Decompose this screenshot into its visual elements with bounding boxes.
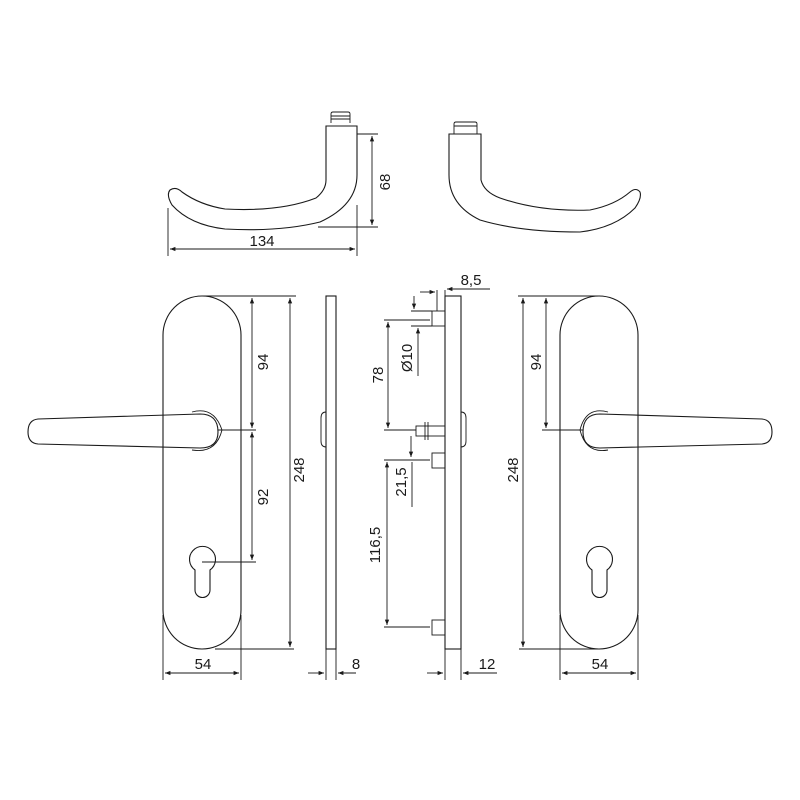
dim-handle-height: 68 <box>377 174 394 191</box>
plate-side-thick: 8,5 Ø10 78 21,5 116,5 12 <box>367 272 497 680</box>
lever-outline <box>27 413 219 449</box>
fixing-lug <box>431 619 446 636</box>
keyhole-icon <box>585 545 614 598</box>
spindle-stub <box>415 425 446 437</box>
dim-top-offset: 8,5 <box>461 272 482 289</box>
dim-spindle-to-cylinder: 92 <box>255 489 272 506</box>
dim-plate-width: 54 <box>592 656 609 673</box>
left-plate-front: 94 92 248 54 <box>27 295 308 680</box>
lever-outline <box>582 413 773 449</box>
dim-fixing-to-fixing: 116,5 <box>367 527 384 563</box>
dim-plate-width: 54 <box>195 656 212 673</box>
dim-spindle-to-fixing: 21,5 <box>393 467 410 496</box>
dim-fixing-to-spindle: 78 <box>370 367 387 384</box>
fixing-lug <box>431 310 446 327</box>
backplate-outline <box>162 295 242 650</box>
lever-outline <box>167 125 358 231</box>
top-handle-left: 68 134 <box>167 111 394 256</box>
right-plate-front: 248 94 54 <box>505 295 773 680</box>
dim-fixing-diameter: Ø10 <box>399 344 416 372</box>
dim-plate-height: 248 <box>291 457 308 482</box>
dim-thin-thickness: 8 <box>352 656 360 673</box>
top-handle-right <box>448 121 641 233</box>
spindle-icon <box>330 111 351 123</box>
backplate-outline <box>559 295 639 650</box>
dim-handle-length: 134 <box>249 233 274 250</box>
lever-outline <box>448 133 641 233</box>
dim-top-to-spindle: 94 <box>255 354 272 371</box>
fixing-lug <box>431 452 446 469</box>
dim-plate-height: 248 <box>505 457 522 482</box>
dim-top-to-spindle: 94 <box>528 354 545 371</box>
dim-thick-thickness: 12 <box>479 656 496 673</box>
keyhole-icon <box>188 545 217 598</box>
plate-side-thin: 8 <box>308 295 360 680</box>
